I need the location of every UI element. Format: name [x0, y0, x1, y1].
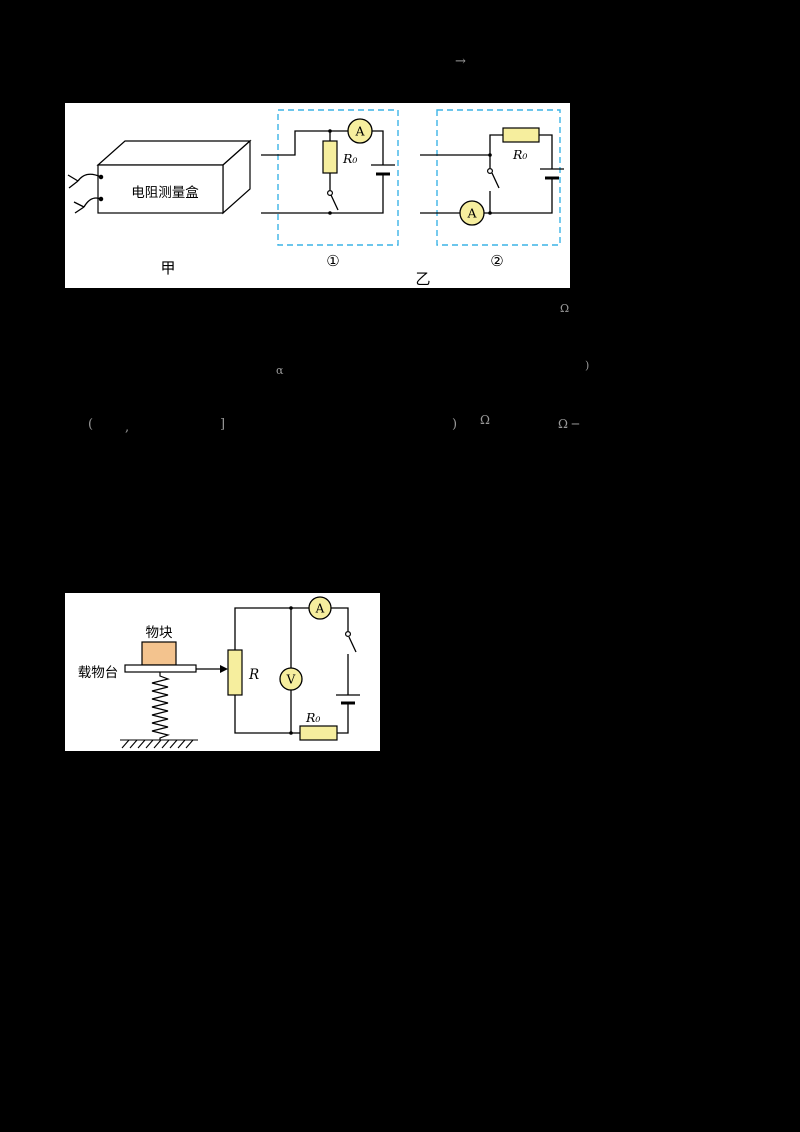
circuit-1-dashed-boundary — [277, 109, 399, 246]
ammeter-circuit1-label: A — [354, 124, 365, 139]
resistor-r0-circuit1 — [322, 140, 338, 174]
wiper-arrow-head — [220, 665, 228, 673]
caption-yi: 乙 — [415, 270, 430, 288]
resistor-r-label: R — [248, 667, 259, 683]
figure-spring-scale-circuit: 物块 载物台 — [65, 593, 380, 751]
text-fragment: Ω ─ — [558, 417, 579, 431]
circuit-1: A R₀ — [261, 109, 399, 246]
text-fragment: Ω — [480, 413, 490, 427]
resistor-r0-label: R₀ — [305, 710, 320, 725]
circuit-2-dashed-boundary — [436, 109, 561, 246]
figure-resistance-box: 电阻测量盒 甲 — [65, 103, 570, 288]
junction-dot — [289, 731, 293, 735]
figure-top-svg: 电阻测量盒 甲 — [67, 109, 564, 288]
ammeter — [308, 596, 332, 620]
text-fragment: , — [125, 420, 130, 435]
junction-dot — [488, 153, 492, 157]
platform-label: 载物台 — [78, 665, 119, 681]
junction-dot — [328, 129, 332, 133]
resistor-r0-circuit2 — [502, 127, 540, 143]
voltmeter-label: V — [286, 673, 296, 687]
caption-circuit-2: ② — [490, 252, 503, 270]
text-fragment: α — [276, 364, 284, 377]
loading-platform — [124, 664, 197, 673]
text-fragment: ] — [220, 417, 226, 432]
box-label: 电阻测量盒 — [131, 184, 199, 201]
junction-dot — [488, 211, 492, 215]
switch-pivot-icon — [327, 189, 334, 196]
figure-bottom-svg: 物块 载物台 — [78, 596, 360, 749]
spring — [151, 672, 171, 740]
caption-jia: 甲 — [160, 259, 175, 277]
block-label: 物块 — [146, 625, 173, 641]
circuit-2-wires — [420, 134, 564, 214]
resistor-r0 — [299, 725, 338, 741]
test-leads — [67, 173, 104, 214]
text-fragment: ) — [452, 417, 458, 432]
resistor-r0-circuit1-label: R₀ — [342, 151, 357, 166]
switch-pivot-icon — [487, 167, 494, 174]
ammeter-circuit2 — [459, 200, 485, 226]
measurement-box — [96, 139, 252, 215]
circuit-wires — [234, 607, 360, 734]
ground-hatching — [120, 739, 198, 749]
text-fragment: ( — [88, 417, 94, 432]
resistor-r0-circuit2-label: R₀ — [512, 147, 527, 162]
text-fragment: ) — [585, 359, 590, 372]
circuit-1-wires — [261, 130, 395, 214]
text-fragment: Ω — [560, 302, 570, 315]
ammeter-circuit1 — [347, 118, 373, 144]
voltmeter — [279, 667, 303, 691]
ammeter-circuit2-label: A — [466, 206, 477, 221]
circuit-2: A R₀ — [420, 109, 564, 246]
resistor-r-sensor — [227, 649, 243, 696]
switch-pivot-icon — [345, 630, 352, 637]
junction-dot — [328, 211, 332, 215]
caption-circuit-1: ① — [326, 252, 339, 270]
junction-dot — [289, 606, 293, 610]
ammeter-label: A — [315, 602, 325, 616]
text-fragment: → — [455, 54, 466, 69]
object-block — [141, 641, 177, 666]
